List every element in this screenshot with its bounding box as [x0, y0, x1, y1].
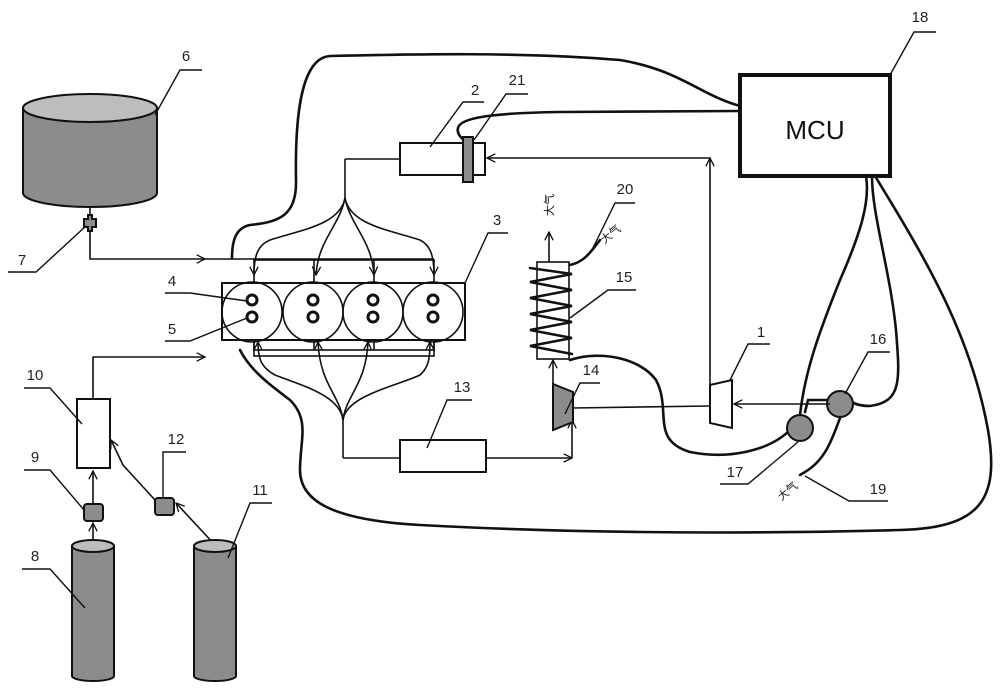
- label-10: 10: [27, 367, 44, 384]
- gas-mixer: [76, 398, 111, 469]
- wire-mcu-engine-top: [230, 52, 742, 260]
- atmosphere-label-up: 大气: [542, 194, 556, 216]
- label-1: 1: [757, 324, 765, 341]
- regulator-a: [83, 503, 104, 522]
- label-16: 16: [870, 331, 887, 348]
- atmosphere-label-inlet: 大气: [775, 479, 801, 504]
- pipe-coil-outlet: [568, 238, 602, 267]
- label-3: 3: [493, 212, 501, 229]
- label-20: 20: [617, 181, 634, 198]
- pipe-gas: [92, 357, 205, 398]
- wire-mcu-pump16: [850, 174, 900, 408]
- atmosphere-label-outlet: 大气: [598, 222, 624, 247]
- turbo-shaft: [572, 405, 711, 409]
- exhaust-manifold: [253, 339, 435, 459]
- pump-16: [826, 390, 854, 418]
- control-wires: [230, 52, 993, 534]
- wire-mcu-engine-bottom: [238, 174, 993, 534]
- label-11: 11: [252, 482, 268, 499]
- pipe-fuel: [89, 230, 205, 259]
- pipe-pump16-inlet: [798, 416, 842, 477]
- label-12: 12: [168, 431, 185, 448]
- mcu-label: MCU: [785, 115, 844, 145]
- label-2: 2: [471, 82, 479, 99]
- gas-cylinder-b: [193, 539, 237, 682]
- label-6: 6: [182, 48, 190, 65]
- exhaust-valve: [245, 310, 259, 324]
- regulator-b: [154, 497, 175, 516]
- label-4: 4: [168, 273, 176, 290]
- fuel-valve: [83, 214, 97, 232]
- wire-mcu-sensor: [456, 109, 742, 148]
- intake-valve: [245, 293, 259, 307]
- turbine: [552, 382, 574, 432]
- reference-labels: 1 2 3 4 5 6 7 8 9 10 11 12 13: [8, 9, 936, 609]
- compressor: [709, 378, 733, 430]
- label-7: 7: [18, 252, 26, 269]
- label-15: 15: [616, 269, 633, 286]
- label-21: 21: [509, 72, 526, 89]
- label-8: 8: [31, 548, 39, 565]
- intercooler: [399, 136, 486, 183]
- pump-17: [786, 414, 814, 442]
- pipe-regB-mixer: [111, 440, 156, 501]
- wire-mcu-pump17: [798, 174, 869, 417]
- label-19: 19: [870, 481, 887, 498]
- pipe-cylB-regB: [176, 503, 216, 546]
- mcu-controller: MCU: [738, 73, 892, 178]
- label-5: 5: [168, 321, 176, 338]
- engine-block: [221, 281, 466, 343]
- gas-cylinder-a: [71, 539, 115, 682]
- label-13: 13: [454, 379, 471, 396]
- label-9: 9: [31, 449, 39, 466]
- label-14: 14: [583, 362, 600, 379]
- valves: [245, 293, 440, 324]
- pipe-pump17-pump16: [803, 398, 832, 414]
- pipe-coil-pump17: [568, 354, 792, 456]
- fuel-tank: [22, 93, 158, 208]
- label-17: 17: [727, 464, 744, 481]
- heat-exchanger-coil: [528, 261, 574, 360]
- exhaust-treatment: [399, 439, 487, 473]
- label-18: 18: [912, 9, 929, 26]
- sensor-21: [462, 136, 474, 183]
